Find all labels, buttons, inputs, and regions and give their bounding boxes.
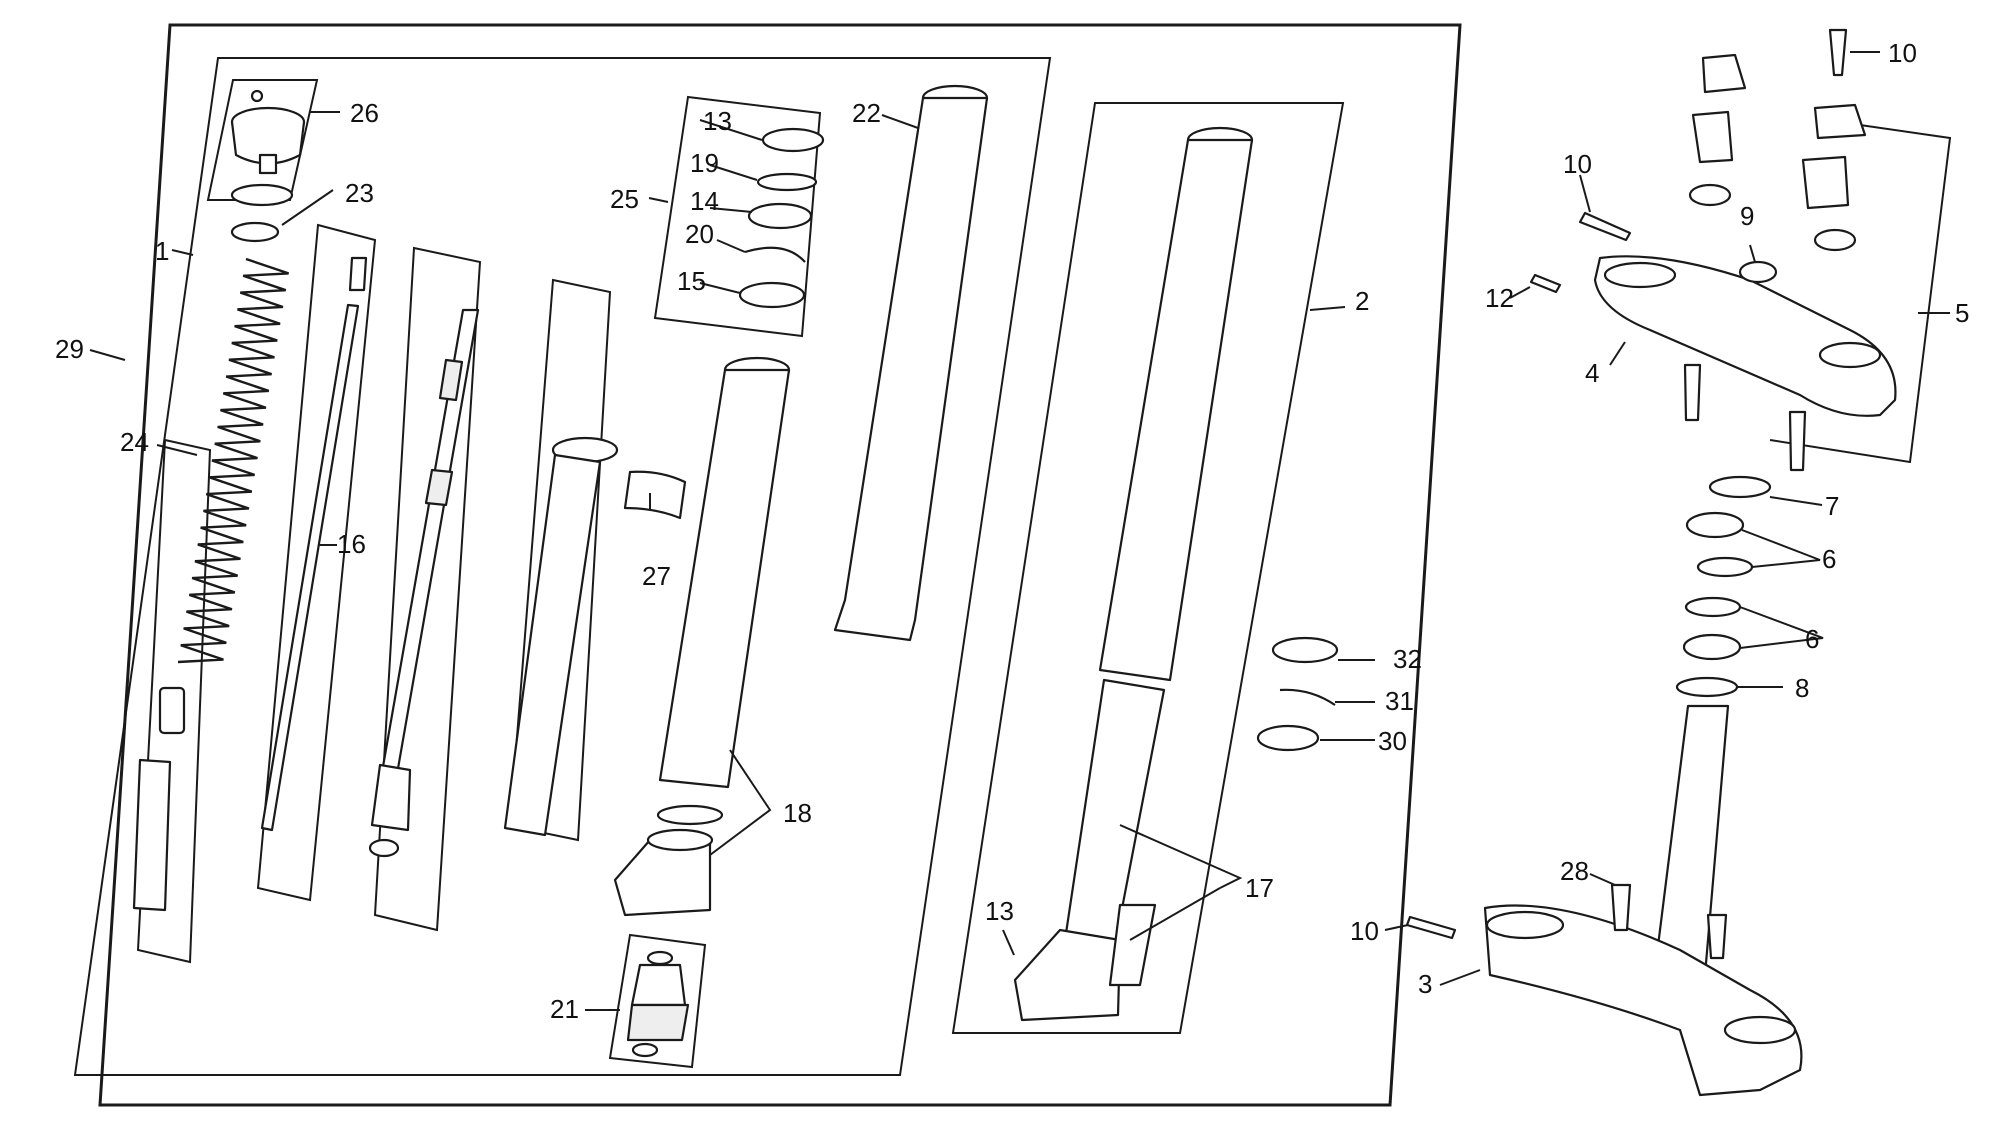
bolt-10-clamp [1578, 211, 1632, 242]
callout-3: 3 [1418, 969, 1432, 999]
callout-18: 18 [783, 798, 812, 828]
washer-8 [1675, 676, 1739, 698]
clip-20 [744, 246, 806, 263]
callout-16: 16 [337, 529, 366, 559]
handlebar-clamps [1688, 53, 1867, 252]
callout-10-lower: 10 [1350, 916, 1379, 946]
callout-4: 4 [1585, 358, 1599, 388]
bolt-10-lower [1405, 915, 1457, 940]
callout-5: 5 [1955, 298, 1969, 328]
seal-kit-box-25 [653, 95, 822, 338]
bushing-13 [761, 127, 825, 153]
spacer-ring-23 [230, 221, 280, 243]
bushing-27 [623, 470, 687, 520]
seal-30 [1256, 724, 1320, 752]
callout-9: 9 [1740, 201, 1754, 231]
damper-rod [368, 308, 480, 858]
race-6-upper [1696, 556, 1754, 578]
fork-cap-26 [230, 89, 306, 207]
callout-23: 23 [345, 178, 374, 208]
bolt-10-top [1828, 28, 1848, 77]
race-6-lower [1684, 596, 1742, 618]
damper-rod-strip [373, 246, 482, 932]
valve-box-21 [608, 933, 707, 1069]
fork-leg-frame-2 [951, 102, 1345, 1034]
clip-31 [1279, 688, 1336, 706]
fork-leg-2 [1013, 126, 1254, 1022]
callout-17: 17 [1245, 873, 1274, 903]
inner-tube-18 [613, 356, 791, 917]
callout-12: 12 [1485, 283, 1514, 313]
clamp-bolt-a [1683, 363, 1702, 422]
upper-triple-clamp-4 [1593, 255, 1897, 417]
callout-22: 22 [852, 98, 881, 128]
callout-15: 15 [677, 266, 706, 296]
callout-25: 25 [610, 184, 639, 214]
washer-19 [756, 172, 818, 192]
washer-7 [1708, 475, 1772, 499]
seal-15 [738, 281, 806, 309]
callout-19: 19 [690, 148, 719, 178]
valve-21 [626, 950, 690, 1058]
callout-21: 21 [550, 994, 579, 1024]
spring-spacer [158, 686, 186, 735]
preload-tube [132, 758, 172, 912]
rod-strip-16 [256, 223, 377, 902]
bolt-28 [1610, 883, 1632, 932]
callout-13-kit: 13 [703, 106, 732, 136]
leader-lines [89, 51, 1950, 1011]
clamp-bolt-b [1788, 410, 1807, 472]
outer-tube-22 [833, 84, 989, 642]
callout-13-leg: 13 [985, 896, 1014, 926]
callout-14: 14 [690, 186, 719, 216]
bolt-lower-right [1706, 913, 1728, 960]
bushing-32 [1271, 636, 1339, 664]
callout-27: 27 [642, 561, 671, 591]
callout-20: 20 [685, 219, 714, 249]
callout-6-lower: 6 [1805, 624, 1819, 654]
callout-10-top: 10 [1888, 38, 1917, 68]
callout-2: 2 [1355, 286, 1369, 316]
lower-triple-clamp-3 [1483, 904, 1803, 1097]
callout-29: 29 [55, 334, 84, 364]
cartridge-tube [503, 436, 619, 837]
callout-26: 26 [350, 98, 379, 128]
bearing-6-upper [1685, 511, 1745, 539]
clamp-group-frame-5 [1769, 124, 1952, 464]
callout-6-upper: 6 [1822, 544, 1836, 574]
callout-8: 8 [1795, 673, 1809, 703]
bearing-6-lower [1682, 633, 1742, 661]
inner-tube-strip [508, 278, 612, 842]
callout-32: 32 [1393, 644, 1422, 674]
callout-7: 7 [1825, 491, 1839, 521]
callout-30: 30 [1378, 726, 1407, 756]
callout-10-clamp: 10 [1563, 149, 1592, 179]
fork-cartridge-frame-1 [73, 57, 1052, 1076]
push-rod-16 [260, 303, 360, 832]
bolt-12 [1529, 273, 1562, 294]
bushing-14 [747, 202, 813, 230]
outer-frame-29 [98, 23, 1462, 1107]
spring-24 [177, 257, 289, 664]
rod-adjuster [348, 256, 368, 292]
callout-24: 24 [120, 427, 149, 457]
callout-28: 28 [1560, 856, 1589, 886]
callout-1: 1 [155, 236, 169, 266]
callout-31: 31 [1385, 686, 1414, 716]
